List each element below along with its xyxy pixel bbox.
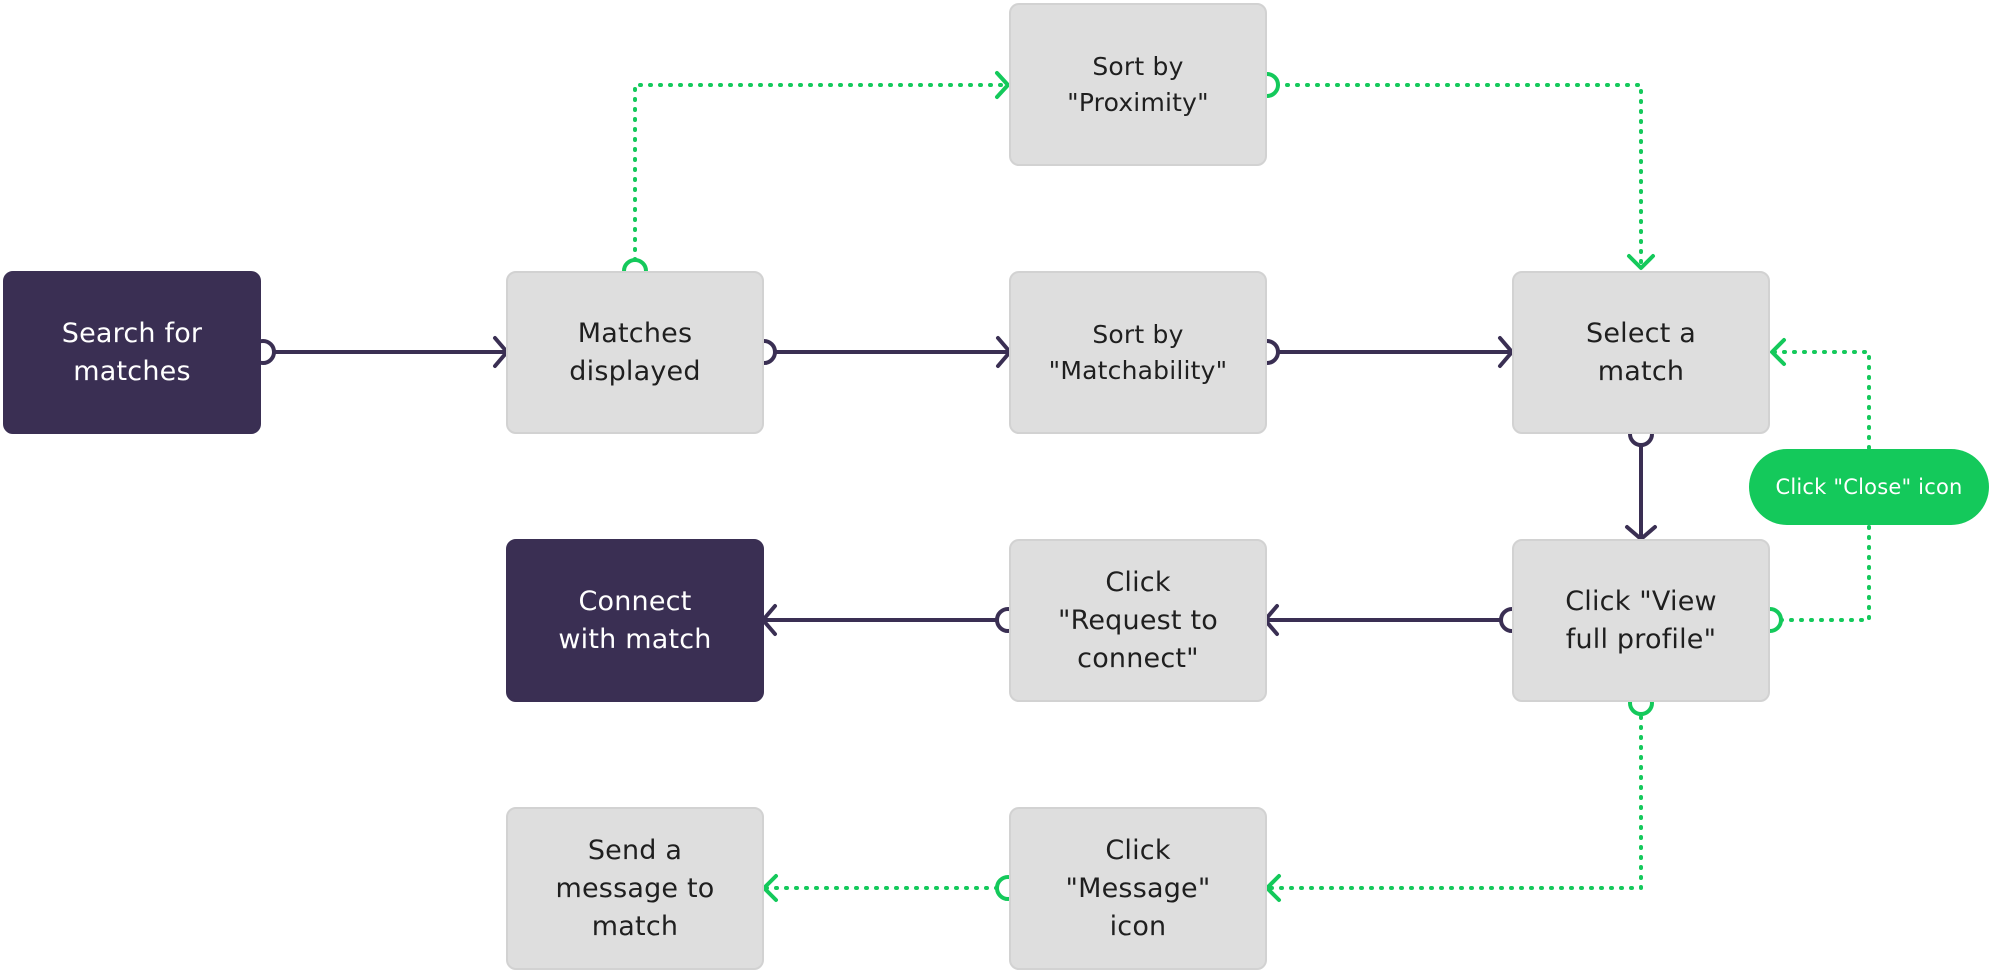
node-send-message: Send a message to match (506, 807, 764, 970)
node-connect-with-match: Connect with match (506, 539, 764, 702)
node-click-message-icon: Click "Message" icon (1009, 807, 1267, 970)
node-label: Matches displayed (569, 317, 701, 387)
node-label: Select a match (1585, 317, 1697, 387)
node-sort-by-proximity: Sort by "Proximity" (1009, 3, 1267, 166)
connector-matches-to-sort-proximity (633, 83, 1008, 262)
node-view-full-profile: Click "View full profile" (1512, 539, 1770, 702)
close-icon-label: Click "Close" icon (1749, 449, 1989, 525)
node-request-to-connect: Click "Request to connect" (1009, 539, 1267, 702)
arrowhead-message-icon (1265, 874, 1281, 902)
node-label: Send a message to match (555, 834, 715, 942)
node-sort-by-matchability: Sort by "Matchability" (1009, 271, 1267, 434)
node-label: Search for matches (61, 317, 203, 387)
node-label: Sort by "Proximity" (1067, 51, 1209, 117)
node-search-for-matches: Search for matches (3, 271, 261, 434)
node-label: Click "View full profile" (1565, 585, 1717, 655)
node-label: Click "Request to connect" (1058, 566, 1218, 674)
pill-label: Click "Close" icon (1775, 475, 1963, 499)
node-select-a-match: Select a match (1512, 271, 1770, 434)
node-label: Connect with match (558, 585, 712, 655)
arrowhead-send-message (762, 874, 778, 902)
node-label: Sort by "Matchability" (1048, 319, 1228, 385)
connector-sort-proximity-to-select (1275, 83, 1643, 269)
arrowhead-sort-proximity (995, 71, 1010, 99)
arrowhead-select-from-proximity (1627, 254, 1655, 270)
node-label: Click "Message" icon (1065, 834, 1211, 942)
arrowhead-select-from-close (1770, 338, 1786, 366)
node-matches-displayed: Matches displayed (506, 271, 764, 434)
connector-view-profile-to-message (1266, 715, 1643, 890)
